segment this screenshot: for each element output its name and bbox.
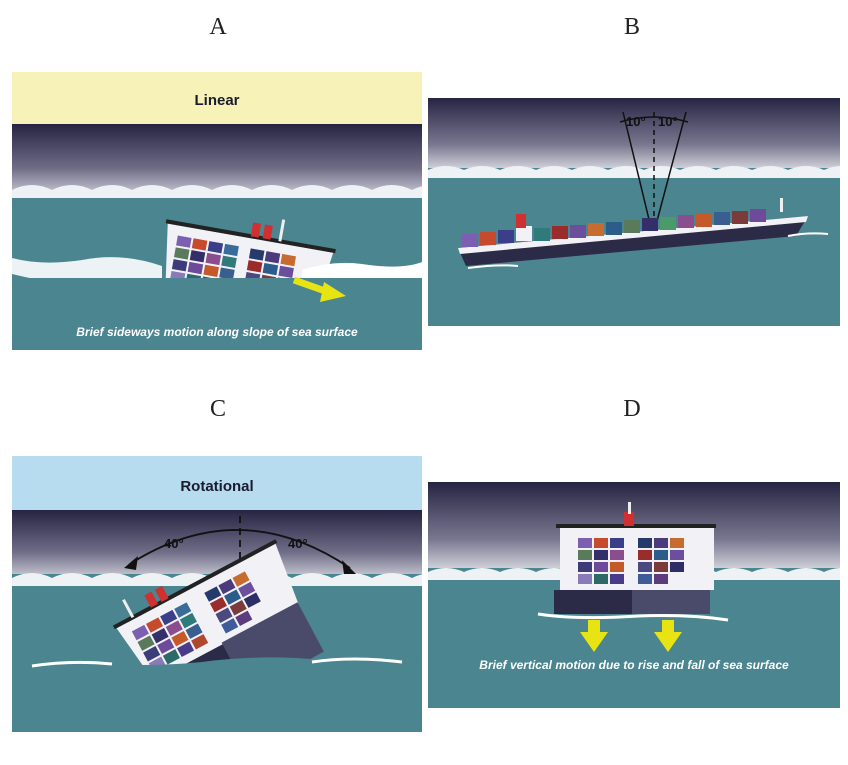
panel-vertical: Brief vertical motion due to rise and fa… bbox=[428, 482, 840, 708]
panel-pitch: 10° 10° bbox=[428, 98, 840, 326]
panel-vertical-caption: Brief vertical motion due to rise and fa… bbox=[479, 658, 789, 672]
panel-linear-illustration bbox=[12, 72, 422, 350]
down-arrow-right bbox=[654, 620, 682, 652]
panel-linear-header: Linear bbox=[194, 92, 240, 109]
rotation-angle-left-label: 40° bbox=[164, 536, 184, 551]
down-arrow-left bbox=[580, 620, 608, 652]
panel-a-letter: A bbox=[209, 14, 227, 40]
panel-pitch-illustration bbox=[428, 98, 840, 326]
panel-c-letter: C bbox=[209, 396, 226, 422]
ship-pitch bbox=[458, 198, 808, 266]
pitch-angle-left-label: 10° bbox=[626, 114, 646, 129]
panel-rotational-header: Rotational bbox=[180, 478, 254, 495]
direction-arrow bbox=[292, 276, 346, 302]
ship-rotational bbox=[112, 539, 324, 724]
panel-d-letter: D bbox=[623, 396, 641, 422]
panel-rotational-illustration bbox=[12, 456, 422, 732]
panel-linear: Linear Brief sideways motion along slope… bbox=[12, 72, 422, 350]
panel-b-letter: B bbox=[623, 14, 640, 40]
rotation-angle-right-label: 40° bbox=[288, 536, 308, 551]
panel-rotational: Rotational 40° 40° bbox=[12, 456, 422, 732]
pitch-angle-right-label: 10° bbox=[658, 114, 678, 129]
panel-linear-caption: Brief sideways motion along slope of sea… bbox=[76, 325, 358, 339]
ship-vertical bbox=[554, 502, 716, 614]
panel-vertical-illustration bbox=[428, 482, 840, 708]
